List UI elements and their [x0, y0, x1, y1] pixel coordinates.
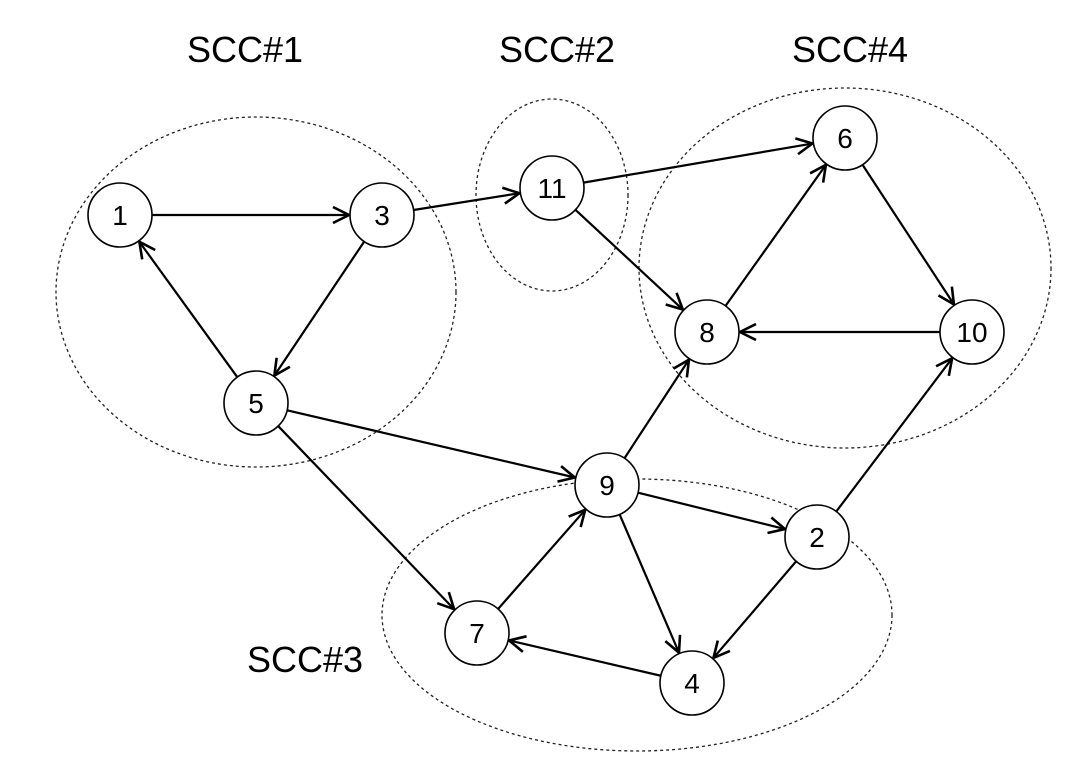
edge-1-to-3: [152, 205, 352, 225]
node-8: 8: [674, 299, 740, 365]
edge-10-to-8: [737, 322, 940, 342]
node-circle: [519, 155, 585, 221]
edge-line: [413, 192, 520, 212]
edge-line: [574, 208, 684, 311]
node-label: 3: [374, 200, 390, 231]
node-circle: [87, 182, 153, 248]
edge-line: [835, 357, 953, 513]
node-label: 1: [112, 200, 128, 231]
arrowhead-icon: [794, 137, 816, 156]
node-label: 11: [537, 173, 566, 204]
edge-line: [861, 164, 955, 305]
cluster-label-scc4: SCC#4: [792, 29, 908, 70]
arrowhead-icon: [436, 591, 457, 612]
edge-line: [623, 359, 690, 459]
node-circle: [574, 452, 640, 518]
node-circle: [674, 299, 740, 365]
node-10: 10: [939, 299, 1005, 365]
edge-9-to-8: [623, 357, 691, 459]
arrowhead-icon: [937, 286, 956, 307]
node-label: 6: [837, 123, 853, 154]
node-label: 4: [684, 668, 700, 699]
node-circle: [223, 370, 289, 436]
arrowhead-icon: [568, 507, 588, 528]
node-label: 7: [469, 618, 485, 649]
edge-2-to-10: [835, 356, 954, 513]
edge-9-to-2: [637, 491, 788, 535]
edge-line: [712, 560, 798, 659]
arrowhead-icon: [737, 322, 757, 342]
node-7: 7: [444, 600, 510, 666]
node-5: 5: [223, 370, 289, 436]
edge-line: [724, 164, 827, 307]
arrowhead-icon: [672, 357, 691, 378]
edge-5-to-1: [137, 239, 239, 378]
edge-line: [497, 509, 587, 610]
arrowhead-icon: [767, 516, 788, 535]
edge-line: [138, 241, 239, 378]
node-circle: [812, 105, 878, 171]
edge-line: [637, 491, 786, 531]
cluster-label-scc1: SCC#1: [187, 29, 303, 70]
edge-4-to-7: [506, 635, 662, 677]
edge-line: [583, 142, 813, 184]
edge-line: [286, 409, 576, 479]
arrowhead-icon: [557, 465, 578, 483]
cluster-label-scc2: SCC#2: [499, 29, 615, 70]
arrowhead-icon: [137, 239, 156, 260]
arrowhead-icon: [272, 357, 291, 379]
edge-line: [273, 240, 366, 377]
node-1: 1: [87, 182, 153, 248]
node-circle: [659, 650, 725, 716]
edge-3-to-11: [413, 186, 523, 212]
arrowhead-icon: [935, 356, 954, 377]
node-4: 4: [659, 650, 725, 716]
arrowhead-icon: [332, 205, 352, 225]
edge-line: [277, 425, 455, 610]
node-circle: [939, 299, 1005, 365]
node-label: 9: [599, 470, 615, 501]
node-2: 2: [784, 504, 850, 570]
arrowhead-icon: [501, 186, 523, 205]
node-circle: [784, 504, 850, 570]
node-3: 3: [349, 182, 415, 248]
edge-9-to-4: [618, 513, 682, 656]
edge-line: [508, 639, 662, 677]
node-label: 8: [699, 317, 715, 348]
node-label: 5: [248, 388, 264, 419]
edge-8-to-6: [724, 162, 828, 307]
arrowhead-icon: [711, 640, 731, 661]
node-label: 10: [956, 317, 987, 348]
cluster-scc2-boundary: [475, 98, 629, 292]
edge-line: [618, 513, 680, 654]
edge-11-to-6: [583, 137, 816, 184]
node-9: 9: [574, 452, 640, 518]
edge-7-to-9: [497, 507, 588, 610]
cluster-label-scc3: SCC#3: [247, 639, 363, 680]
edge-6-to-10: [861, 164, 956, 307]
node-6: 6: [812, 105, 878, 171]
node-circle: [444, 600, 510, 666]
arrowhead-icon: [665, 292, 685, 312]
arrowhead-icon: [809, 162, 828, 183]
edge-5-to-7: [277, 425, 457, 612]
arrowhead-icon: [506, 635, 527, 653]
node-label: 2: [809, 522, 825, 553]
cluster-scc1-boundary: [55, 116, 457, 468]
node-11: 11: [519, 155, 585, 221]
edge-2-to-4: [711, 560, 798, 661]
edge-11-to-8: [574, 208, 685, 312]
edge-5-to-9: [286, 409, 578, 483]
edge-3-to-5: [272, 240, 366, 379]
node-circle: [349, 182, 415, 248]
arrowhead-icon: [664, 634, 682, 656]
